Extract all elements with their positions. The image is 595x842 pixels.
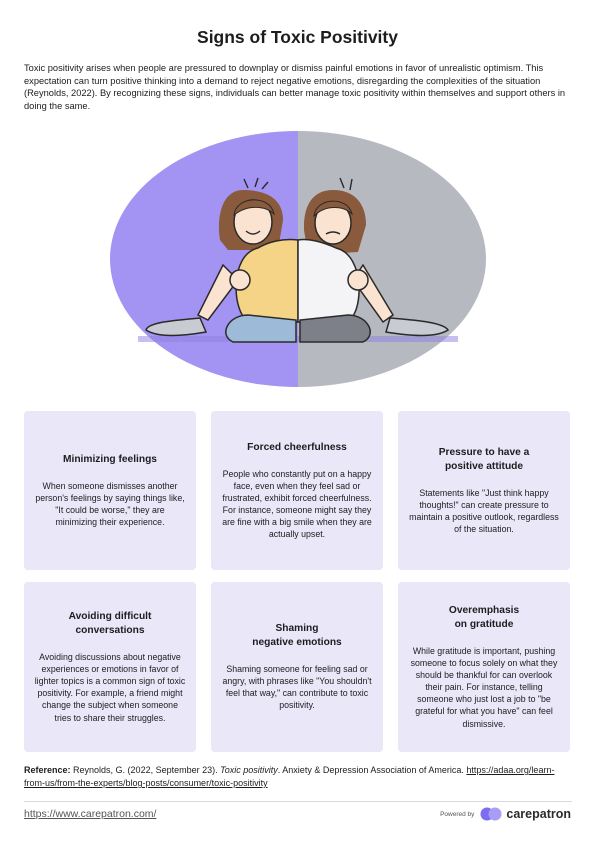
brand-name: carepatron	[506, 807, 571, 821]
reference-text: Reynolds, G. (2022, September 23).	[70, 765, 221, 775]
card-body: Avoiding discussions about negative expe…	[34, 651, 186, 723]
card-title: Minimizing feelings	[63, 453, 157, 465]
intro-paragraph: Toxic positivity arises when people are …	[24, 63, 566, 111]
toxic-positivity-illustration	[110, 131, 486, 387]
card-body: When someone dismisses another person's …	[35, 480, 185, 527]
reference-source: Toxic positivity	[220, 765, 278, 775]
reference-publisher: . Anxiety & Depression Association of Am…	[277, 765, 467, 775]
happy-figure	[145, 190, 299, 343]
card-avoiding-difficult-conversations: Avoiding difficult conversations Avoidin…	[24, 582, 196, 752]
card-title: Pressure to have a positive attitude	[438, 446, 530, 472]
footer-divider	[24, 801, 572, 802]
website-link[interactable]: https://www.carepatron.com/	[24, 808, 157, 820]
reference-link[interactable]: https://adaa.org/learn-from-us/from-the-…	[24, 765, 555, 789]
card-body: Shaming someone for feeling sad or angry…	[222, 664, 372, 711]
card-minimizing-feelings: Minimizing feelings When someone dismiss…	[24, 411, 196, 570]
card-forced-cheerfulness: Forced cheerfulness People who constantl…	[211, 411, 383, 570]
card-shaming-negative-emotions: Shaming negative emotions Shaming someon…	[211, 582, 383, 752]
reference: Reference: Reynolds, G. (2022, September…	[24, 764, 572, 790]
card-title: Forced cheerfulness	[247, 441, 347, 453]
card-title: Avoiding difficult conversations	[68, 611, 152, 637]
page-title: Signs of Toxic Positivity	[197, 27, 398, 47]
card-pressure-positive-attitude: Pressure to have a positive attitude Sta…	[398, 411, 570, 570]
sad-figure	[297, 177, 450, 343]
card-title: Overemphasis on gratitude	[448, 605, 520, 631]
carepatron-logo-icon	[480, 807, 502, 821]
reference-label: Reference:	[24, 765, 71, 775]
card-body: While gratitude is important, pushing so…	[410, 645, 558, 729]
card-body: People who constantly put on a happy fac…	[222, 468, 372, 540]
powered-by-label: Powered by	[440, 810, 475, 818]
card-body: Statements like "Just think happy though…	[409, 487, 559, 534]
card-title: Shaming negative emotions	[252, 623, 342, 649]
card-overemphasis-gratitude: Overemphasis on gratitude While gratitud…	[398, 582, 570, 752]
brand-badge: Powered by carepatron	[440, 807, 571, 821]
